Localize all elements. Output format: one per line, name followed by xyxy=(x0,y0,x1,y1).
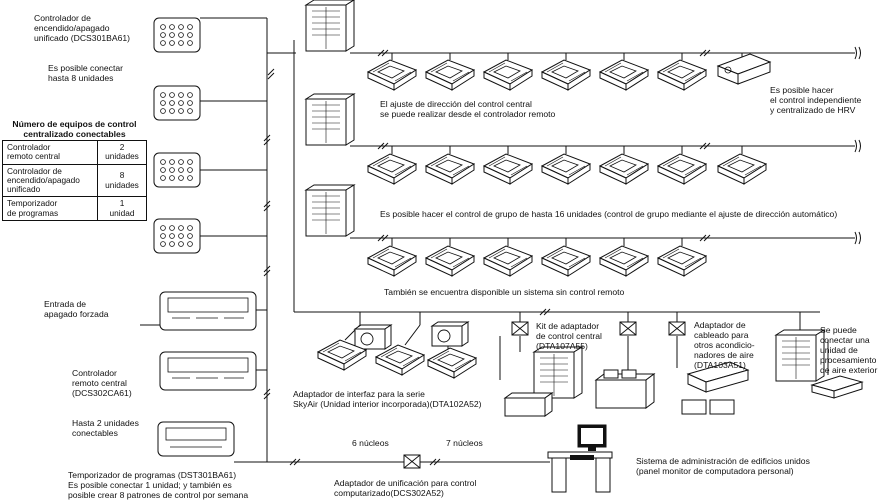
indoor-row-1 xyxy=(367,59,707,91)
forced-off-controller xyxy=(159,291,257,331)
hrv-note: Es posible hacer el control independient… xyxy=(770,85,862,115)
unification-adapter-box xyxy=(403,454,421,469)
onoff-controller-label: Controlador de encendido/apagado unifica… xyxy=(34,13,131,43)
indoor-row-3 xyxy=(367,245,707,277)
schedule-timer-label: Temporizador de programas (DST301BA61) E… xyxy=(68,470,249,500)
outdoor-unit-3 xyxy=(305,184,355,237)
table-cell-name: Controlador remoto central xyxy=(2,140,98,165)
wall-mounted-unit xyxy=(681,361,750,415)
table-row: Controlador de encendido/apagado unifica… xyxy=(2,163,147,198)
table-cell-name: Temporizador de programas xyxy=(2,196,98,222)
up-to-2-note: Hasta 2 unidades conectables xyxy=(72,418,139,438)
table-title: Número de equipos de control centralizad… xyxy=(12,119,137,139)
onoff-controller-2 xyxy=(153,85,201,121)
bms-computer xyxy=(547,424,613,493)
other-ac-equipment xyxy=(594,369,656,409)
central-direction-note: El ajuste de dirección del control centr… xyxy=(380,99,556,119)
indoor-row-2 xyxy=(367,153,767,185)
forced-off-label: Entrada de apagado forzada xyxy=(44,299,109,319)
skyair-group xyxy=(317,321,477,379)
table-row: Temporizador de programas 1 unidad xyxy=(2,196,147,222)
skyair-adapter-label: Adaptador de interfaz para la serie SkyA… xyxy=(293,389,482,409)
table-row: Controlador remoto central 2 unidades xyxy=(2,140,147,165)
wiring-adapter-box xyxy=(668,321,686,336)
central-control-adapter-box xyxy=(511,321,529,336)
outdoor-unit-1 xyxy=(305,0,355,52)
seven-cores-label: 7 núcleos xyxy=(446,438,483,448)
outdoor-unit-2 xyxy=(305,93,355,146)
table-cell-value: 2 unidades xyxy=(97,140,147,165)
central-kit-equipment xyxy=(503,346,583,417)
central-remote-controller xyxy=(159,351,257,391)
central-kit-label: Kit de adaptador de control central (DTA… xyxy=(536,321,602,351)
hrv-unit xyxy=(716,53,772,85)
onoff-controller-3 xyxy=(153,152,201,188)
no-remote-note: También se encuentra disponible un siste… xyxy=(384,287,625,297)
unification-adapter-label: Adaptador de unificación para control co… xyxy=(334,478,477,498)
onoff-controller-4 xyxy=(153,218,201,254)
wire-break-marks xyxy=(263,49,711,466)
table-cell-value: 8 unidades xyxy=(97,163,147,198)
table-cell-value: 1 unidad xyxy=(97,196,147,222)
adapter-box-2 xyxy=(619,321,637,336)
wiring-adapter-label: Adaptador de cableado para otros acondic… xyxy=(694,320,755,370)
outdoor-air-processing-unit xyxy=(775,329,864,399)
central-remote-label: Controlador remoto central (DCS302CA61) xyxy=(72,368,132,398)
connectable-table: Controlador remoto central 2 unidades Co… xyxy=(2,140,147,222)
onoff-connect-note: Es posible conectar hasta 8 unidades xyxy=(48,63,123,83)
schedule-timer-device xyxy=(157,421,235,457)
outdoor-processing-note: Se puede conectar una unidad de procesam… xyxy=(820,325,878,375)
six-cores-label: 6 núcleos xyxy=(352,438,389,448)
line-end-marks xyxy=(854,46,861,245)
bms-label: Sistema de administración de edificios u… xyxy=(636,456,810,476)
table-cell-name: Controlador de encendido/apagado unifica… xyxy=(2,163,98,198)
onoff-controller-1 xyxy=(153,17,201,53)
group-control-note: Es posible hacer el control de grupo de … xyxy=(380,209,838,219)
